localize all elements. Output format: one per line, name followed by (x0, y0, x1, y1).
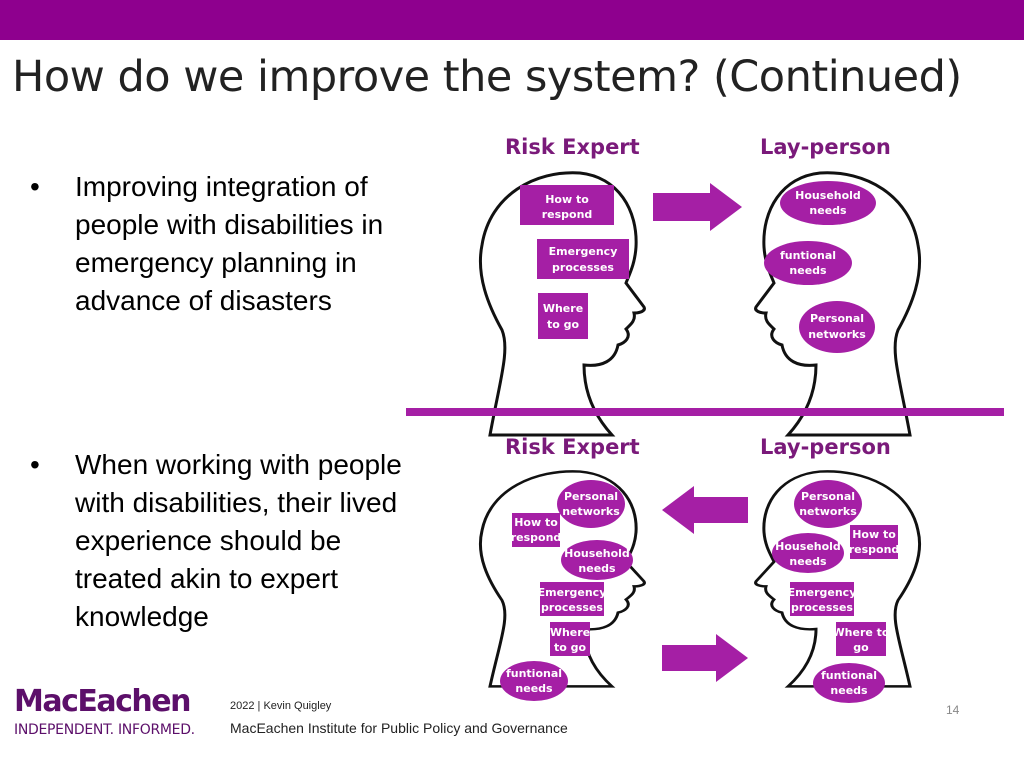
svg-text:funtional: funtional (821, 669, 877, 682)
node-how-to-respond: How to respond (511, 513, 562, 547)
node-where-to-go: Where to go (550, 622, 590, 656)
svg-text:processes: processes (791, 601, 853, 614)
node-how-to-respond: How to respond (849, 525, 900, 559)
top-risk-expert-heading: Risk Expert (505, 135, 640, 159)
node-emergency-processes: Emergency processes (537, 239, 629, 279)
svg-text:Household: Household (564, 547, 630, 560)
svg-text:processes: processes (552, 261, 614, 274)
svg-text:Emergency: Emergency (549, 245, 618, 258)
svg-text:How to: How to (514, 516, 558, 529)
footer-organization: MacEachen Institute for Public Policy an… (230, 720, 568, 736)
bullet-item: • When working with people with disabili… (30, 446, 410, 636)
bullet-item: • Improving integration of people with d… (30, 168, 410, 320)
logo-tagline: INDEPENDENT. INFORMED. (14, 722, 195, 738)
svg-text:networks: networks (799, 505, 857, 518)
node-where-to-go: Where to go (833, 622, 890, 656)
svg-text:funtional: funtional (780, 249, 836, 262)
svg-text:Personal: Personal (564, 490, 618, 503)
node-household-needs: Household needs (561, 540, 633, 580)
svg-text:Personal: Personal (810, 312, 864, 325)
svg-text:needs: needs (789, 555, 827, 568)
node-emergency-processes: Emergency processes (788, 582, 857, 616)
svg-text:respond: respond (849, 543, 900, 556)
svg-text:needs: needs (515, 682, 553, 695)
node-household-needs: Household needs (772, 533, 844, 573)
node-funtional-needs: funtional needs (813, 663, 885, 703)
svg-text:needs: needs (809, 204, 847, 217)
node-personal-networks: Personal networks (799, 301, 875, 353)
svg-text:Where: Where (550, 626, 590, 639)
svg-text:networks: networks (562, 505, 620, 518)
node-how-to-respond: How to respond (520, 185, 614, 225)
node-funtional-needs: funtional needs (500, 661, 568, 701)
bottom-arrow-right (662, 634, 748, 682)
node-personal-networks: Personal networks (794, 480, 862, 528)
node-where-to-go: Where to go (538, 293, 588, 339)
svg-text:funtional: funtional (506, 667, 562, 680)
svg-text:processes: processes (541, 601, 603, 614)
bullet-text: When working with people with disabiliti… (75, 449, 402, 632)
svg-text:How to: How to (852, 528, 896, 541)
svg-text:needs: needs (578, 562, 616, 575)
node-personal-networks: Personal networks (557, 480, 625, 528)
panel-divider (406, 408, 1004, 416)
footer-year-author: 2022 | Kevin Quigley (230, 700, 332, 712)
svg-text:to go: to go (547, 318, 580, 331)
node-emergency-processes: Emergency processes (538, 582, 607, 616)
svg-text:Household: Household (795, 189, 861, 202)
node-funtional-needs: funtional needs (764, 241, 852, 285)
svg-text:Personal: Personal (801, 490, 855, 503)
svg-text:respond: respond (511, 531, 562, 544)
expert-layperson-diagram: Risk Expert Lay-person How to respond Em… (406, 135, 1004, 703)
slide-title: How do we improve the system? (Continued… (12, 52, 962, 102)
svg-text:Household: Household (775, 540, 841, 553)
svg-text:Where: Where (543, 302, 583, 315)
node-household-needs: Household needs (780, 181, 876, 225)
svg-text:Emergency: Emergency (538, 586, 607, 599)
bottom-lay-person-heading: Lay-person (760, 435, 891, 459)
maceachen-logo: MacEachen (14, 684, 191, 719)
svg-text:to go: to go (554, 641, 587, 654)
svg-text:Where to: Where to (833, 626, 890, 639)
svg-text:needs: needs (830, 684, 868, 697)
svg-text:Emergency: Emergency (788, 586, 857, 599)
svg-text:respond: respond (542, 208, 593, 221)
top-accent-bar (0, 0, 1024, 40)
bottom-arrow-left (662, 486, 748, 534)
bullet-marker: • (30, 449, 40, 480)
top-arrow-right (653, 183, 742, 231)
svg-text:How to: How to (545, 193, 589, 206)
svg-text:needs: needs (789, 264, 827, 277)
svg-text:networks: networks (808, 328, 866, 341)
page-number: 14 (946, 703, 960, 717)
bottom-risk-expert-heading: Risk Expert (505, 435, 640, 459)
bullet-marker: • (30, 171, 40, 202)
top-lay-person-heading: Lay-person (760, 135, 891, 159)
bullet-text: Improving integration of people with dis… (75, 171, 384, 316)
svg-text:go: go (853, 641, 869, 654)
